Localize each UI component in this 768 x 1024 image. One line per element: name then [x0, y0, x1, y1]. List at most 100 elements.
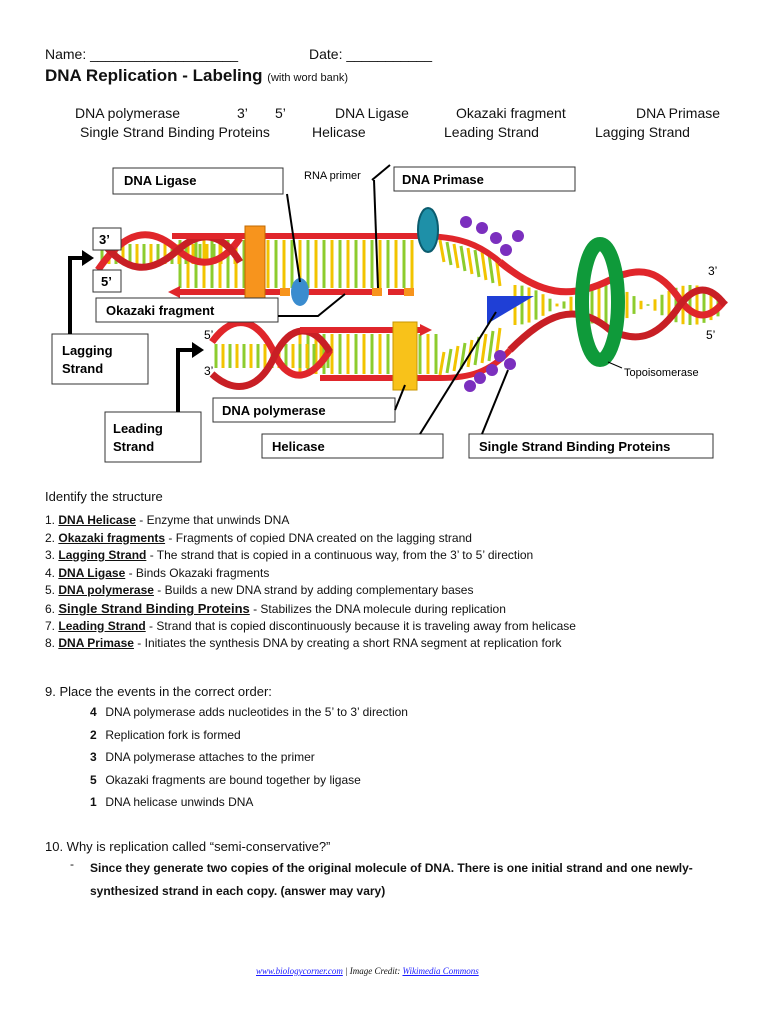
dna-ligase-box[interactable]	[112, 167, 284, 195]
order-question: 9. Place the events in the correct order…	[45, 684, 272, 699]
answer-dash: -	[70, 857, 74, 871]
identify-item-term[interactable]: Single Strand Binding Proteins	[58, 601, 250, 616]
order-item: 5 Okazaki fragments are bound together b…	[90, 773, 361, 787]
word-bank-item: Lagging Strand	[595, 124, 690, 140]
ssb-label: Single Strand Binding Proteins	[479, 439, 670, 454]
pointer-line	[481, 369, 509, 435]
order-number[interactable]: 5	[90, 772, 97, 787]
ssb-protein	[474, 372, 486, 384]
arrowhead	[82, 250, 94, 266]
word-bank-item: Leading Strand	[444, 124, 539, 140]
word-bank-item: 3’	[237, 105, 248, 121]
three-prime-box[interactable]	[92, 227, 122, 251]
footer: www.biologycorner.com | Image Credit: Wi…	[256, 966, 479, 976]
identify-item-term[interactable]: DNA Primase	[58, 636, 134, 651]
identify-item-desc: - Binds Okazaki fragments	[125, 565, 270, 580]
dna-primase-box[interactable]	[393, 166, 576, 192]
identify-item-desc: - Stabilizes the DNA molecule during rep…	[249, 602, 506, 616]
identify-item-term[interactable]: Okazaki fragments	[58, 530, 166, 545]
identify-item-desc: - Initiates the synthesis DNA by creatin…	[133, 636, 562, 651]
identify-item-number: 1.	[45, 513, 56, 527]
word-bank-item: DNA polymerase	[75, 105, 181, 121]
pointer-line	[419, 311, 497, 435]
strand-arrowhead	[420, 324, 432, 336]
base-pair	[473, 249, 481, 278]
base-pair	[480, 333, 488, 364]
ssb-protein	[494, 350, 506, 362]
pointer-line	[394, 384, 406, 411]
word-bank-item: Single Strand Binding Proteins	[80, 124, 270, 140]
name-line: Name: ___________________	[45, 46, 238, 62]
order-text: DNA helicase unwinds DNA	[105, 795, 254, 809]
base-pair	[452, 345, 460, 372]
helicase-enzyme	[487, 296, 534, 324]
fork-base-pairs	[438, 239, 502, 376]
identify-item-term[interactable]: DNA polymerase	[58, 583, 154, 598]
date-blank[interactable]: ___________	[346, 46, 433, 62]
ssb-protein	[500, 244, 512, 256]
base-pair	[438, 239, 446, 263]
leading-strand-box[interactable]	[104, 411, 202, 463]
order-item: 2 Replication fork is formed	[90, 728, 241, 742]
name-blank[interactable]: ___________________	[90, 46, 239, 62]
leading-label-line2: Strand	[113, 439, 154, 454]
word-bank-item: DNA Primase	[636, 105, 721, 121]
rna-primer-label: RNA primer	[304, 170, 361, 182]
five-prime-mid-label: 5’	[204, 328, 213, 342]
base-pair	[487, 253, 495, 284]
five-prime-box[interactable]	[92, 269, 122, 293]
identify-item: 3. Lagging Strand - The strand that is c…	[45, 548, 533, 562]
lagging-label-line2: Strand	[62, 361, 103, 376]
identify-item-term[interactable]: Lagging Strand	[58, 548, 147, 563]
identify-item: 2. Okazaki fragments - Fragments of copi…	[45, 531, 472, 545]
order-number[interactable]: 3	[90, 750, 97, 764]
identify-item-number: 5.	[45, 583, 56, 598]
three-prime-label: 3’	[99, 232, 110, 247]
identify-item-number: 2.	[45, 530, 56, 545]
order-number[interactable]: 2	[90, 727, 97, 742]
word-bank-item: 5’	[275, 105, 286, 121]
strand-arrowhead	[168, 286, 180, 298]
identify-item-number: 6.	[45, 602, 56, 616]
base-pair	[459, 342, 467, 370]
identify-item-term[interactable]: Leading Strand	[58, 618, 146, 633]
base-pair	[459, 245, 467, 272]
word-bank-item: Helicase	[312, 124, 366, 140]
lagging-strand-box[interactable]	[51, 333, 149, 385]
identify-item: 4. DNA Ligase - Binds Okazaki fragments	[45, 566, 269, 580]
ssb-protein	[464, 380, 476, 392]
identify-item: 1. DNA Helicase - Enzyme that unwinds DN…	[45, 513, 289, 527]
lagging-helix-backbone	[95, 233, 244, 271]
helicase-box[interactable]	[261, 433, 444, 459]
identify-item-number: 3.	[45, 548, 56, 563]
q10-answer: Since they generate two copies of the or…	[90, 861, 693, 898]
identify-item-number: 7.	[45, 618, 56, 633]
footer-site-link[interactable]: www.biologycorner.com	[256, 966, 343, 976]
base-pair	[487, 330, 495, 362]
name-label: Name:	[45, 46, 87, 62]
order-number[interactable]: 4	[90, 705, 97, 719]
base-pair	[452, 243, 460, 269]
ssb-box[interactable]	[468, 433, 714, 459]
ssb-protein	[490, 232, 502, 244]
base-pair	[466, 247, 474, 275]
identify-item-term[interactable]: DNA Ligase	[58, 565, 126, 580]
order-text: DNA polymerase adds nucleotides in the 5…	[105, 705, 408, 719]
identify-item-term[interactable]: DNA Helicase	[58, 513, 136, 527]
order-item: 4 DNA polymerase adds nucleotides in the…	[90, 705, 408, 719]
topoisomerase-enzyme	[575, 237, 625, 367]
identify-item: 5. DNA polymerase - Builds a new DNA str…	[45, 583, 473, 597]
arrowhead	[192, 342, 204, 358]
date-line: Date: ___________	[309, 46, 432, 62]
identify-item-number: 8.	[45, 636, 56, 651]
pointer-line	[278, 293, 346, 317]
pointer-line	[373, 179, 379, 289]
single-strand-binding-proteins	[460, 216, 524, 392]
okazaki-box[interactable]	[95, 297, 279, 323]
three-prime-right-label: 3’	[708, 264, 717, 278]
footer-credit-link[interactable]: Wikimedia Commons	[402, 966, 479, 976]
order-number[interactable]: 1	[90, 795, 97, 809]
order-text: Replication fork is formed	[105, 727, 241, 742]
leading-helix-backbone	[209, 327, 334, 390]
identify-item-desc: - Strand that is copied discontinuously …	[145, 618, 576, 633]
